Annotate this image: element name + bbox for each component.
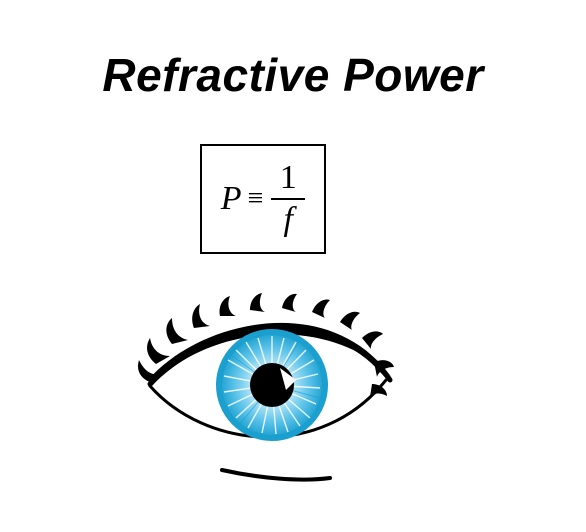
- under-eye-crease: [220, 468, 332, 482]
- formula-equivalence-symbol: ≡: [247, 183, 264, 214]
- formula-numerator: 1: [279, 159, 297, 196]
- formula-box: P ≡ 1 f: [200, 144, 326, 254]
- formula-power-symbol: P: [220, 180, 242, 217]
- formula-denominator: f: [283, 201, 293, 238]
- pupil-highlight: [280, 368, 296, 390]
- formula-fraction: 1 f: [271, 159, 306, 238]
- formula-fraction-bar: [271, 198, 306, 200]
- page-title: Refractive Power: [102, 49, 484, 101]
- formula: P ≡ 1 f: [202, 146, 324, 252]
